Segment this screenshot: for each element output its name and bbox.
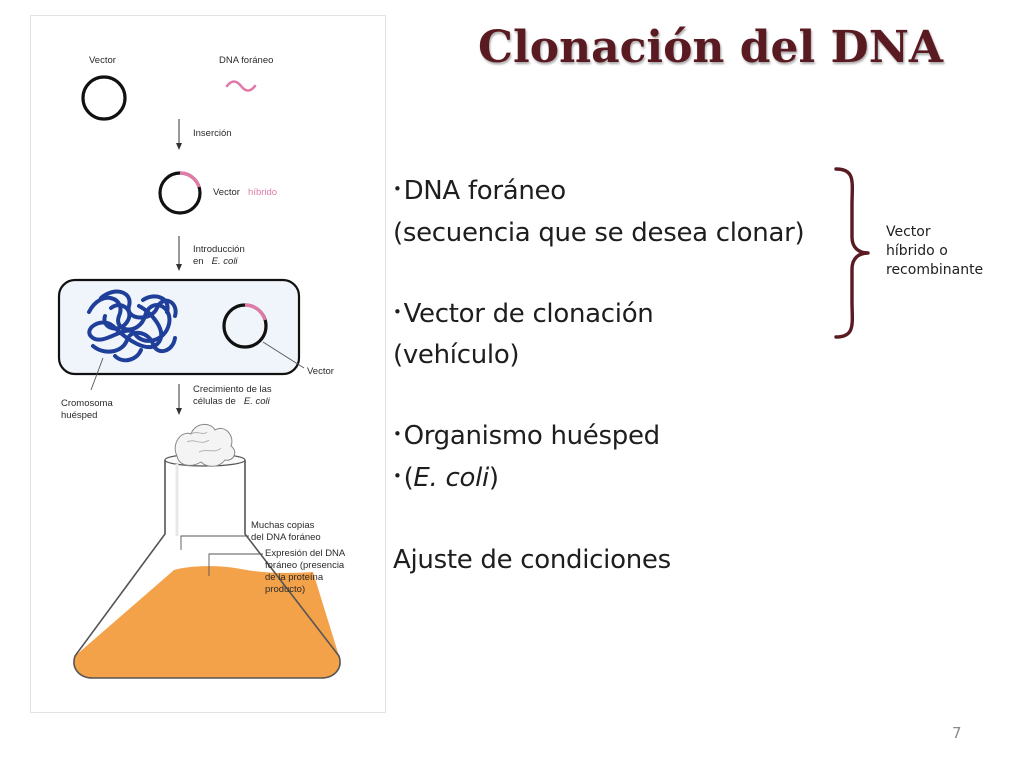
ecoli-cell	[57, 278, 301, 376]
cloning-figure: Vector DNA foráneo Inserción Vector híbr…	[30, 15, 386, 713]
fig-muchas-copias-line1: Muchas copias	[251, 520, 315, 531]
arrow-down-icon	[176, 408, 182, 415]
fig-insercion-label: Inserción	[193, 128, 232, 139]
bullet-dot-icon: •	[393, 180, 402, 198]
bullet-ajuste: Ajuste de condiciones	[393, 545, 671, 575]
bullet-dot-icon: •	[393, 303, 402, 321]
bullet-organismo-text: Organismo huésped	[403, 421, 661, 451]
fig-expresion-line3: de la proteína	[265, 572, 324, 583]
arrow-down-icon	[176, 143, 182, 150]
species-name: E. coli	[413, 463, 489, 493]
fig-dna-foraneo-label: DNA foráneo	[219, 55, 273, 66]
right-curly-brace-icon	[834, 167, 870, 339]
bullet-vector-clonacion-text: Vector de clonación	[403, 299, 654, 329]
fig-cromosoma-line1: Cromosoma	[61, 398, 113, 409]
fig-muchas-copias-line2: del DNA foráneo	[251, 532, 321, 543]
bullet-organismo: •Organismo huésped	[393, 421, 660, 451]
fig-introduccion-line1: Introducción	[193, 244, 245, 255]
arrow-down-icon	[176, 264, 182, 271]
vector-plasmid-icon	[81, 75, 127, 121]
erlenmeyer-flask-icon	[73, 424, 341, 679]
brace-note: Vector híbrido o recombinante	[886, 223, 1016, 280]
bullet-dna-foraneo-detail: (secuencia que se desea clonar)	[393, 218, 805, 248]
fig-vector-hibrido-label: Vector híbrido	[213, 180, 277, 199]
fig-crecimiento-line1: Crecimiento de las	[193, 384, 272, 395]
chromosome-tangled-dna-icon	[87, 289, 178, 363]
brace-note-line1: Vector	[886, 224, 931, 240]
bullet-dna-foraneo: •DNA foráneo	[393, 176, 566, 206]
brace-note-line3: recombinante	[886, 262, 984, 278]
slide-title: Clonación del DNA	[478, 22, 944, 73]
fig-expresion-line2: foráneo (presencia	[265, 560, 345, 571]
fig-cromosoma-line2: huésped	[61, 410, 97, 421]
bullet-dna-foraneo-text: DNA foráneo	[403, 176, 567, 206]
foreign-dna-wave-icon	[225, 80, 257, 92]
cell-vector-insert-arc	[244, 303, 267, 321]
page-number: 7	[952, 724, 962, 742]
bullet-dot-icon: •	[393, 467, 402, 485]
fig-cell-vector-label: Vector	[307, 366, 334, 377]
fig-crecimiento-line2: células de E. coli	[193, 389, 271, 408]
fig-expresion-line4: producto)	[265, 584, 305, 595]
brace-note-line2: híbrido o	[886, 243, 948, 259]
bullet-vector-clonacion-detail: (vehículo)	[393, 340, 520, 370]
fig-introduccion-line2: en E. coli	[193, 249, 238, 268]
bullet-organismo-species: •(E. coli)	[393, 463, 499, 493]
bullet-dot-icon: •	[393, 425, 402, 443]
fig-expresion-line1: Expresión del DNA	[265, 548, 346, 559]
bullet-vector-clonacion: •Vector de clonación	[393, 299, 654, 329]
fig-vector-label: Vector	[89, 55, 116, 66]
cloning-diagram-svg: Vector DNA foráneo Inserción Vector híbr…	[57, 55, 346, 679]
hybrid-insert-arc	[179, 171, 201, 188]
